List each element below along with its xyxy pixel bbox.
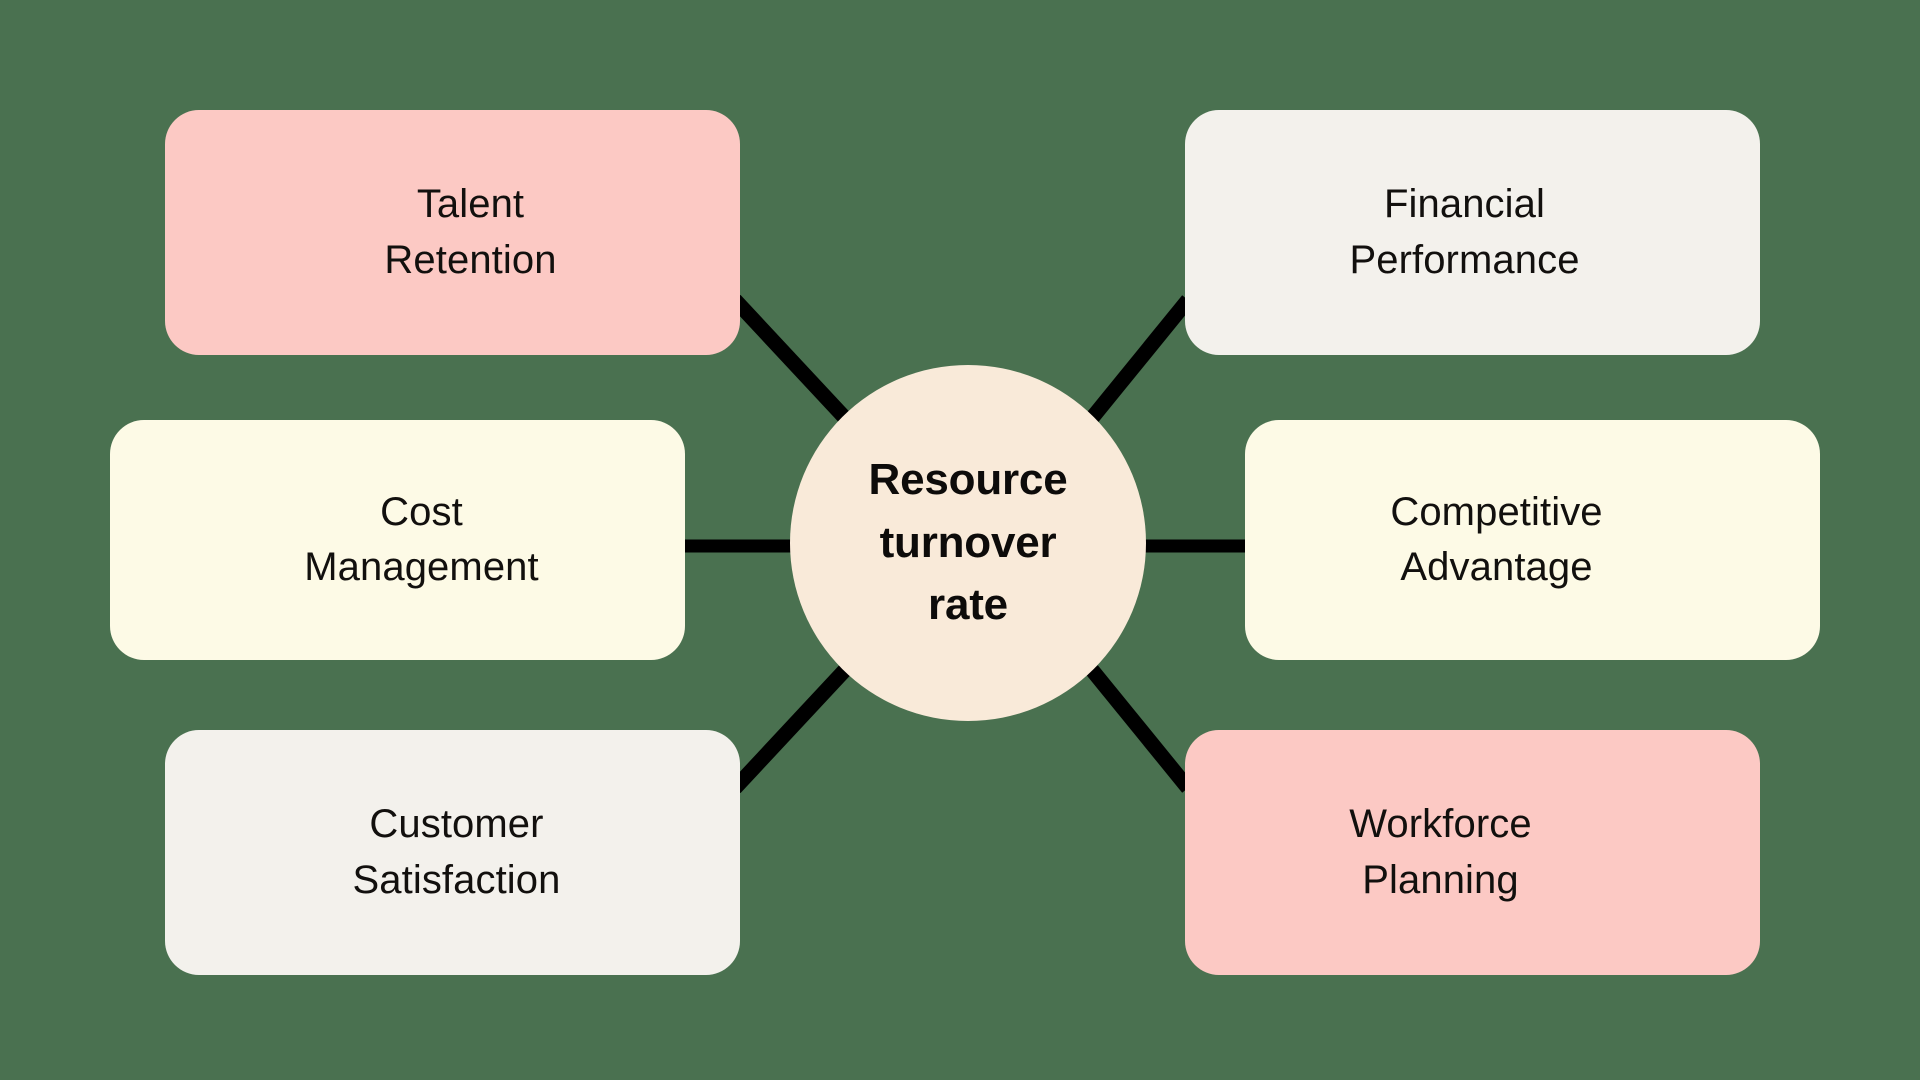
- connector-financial-performance: [1086, 295, 1194, 423]
- center-hub-node[interactable]: Resource turnover rate: [790, 365, 1146, 721]
- node-workforce-planning-label: Workforce Planning: [1349, 802, 1532, 902]
- node-workforce-planning[interactable]: Workforce Planning: [1185, 730, 1760, 975]
- node-customer-satisfaction[interactable]: Customer Satisfaction: [165, 730, 740, 975]
- connector-customer-satisfaction: [729, 664, 851, 794]
- node-financial-performance-label: Financial Performance: [1349, 182, 1580, 282]
- node-competitive-advantage[interactable]: Competitive Advantage: [1245, 420, 1820, 660]
- center-hub-label: Resource turnover rate: [868, 455, 1068, 630]
- node-financial-performance[interactable]: Financial Performance: [1185, 110, 1760, 355]
- node-cost-management-label: Cost Management: [304, 489, 539, 589]
- node-talent-retention-label: Talent Retention: [384, 182, 557, 282]
- connector-talent-retention: [729, 294, 851, 424]
- node-cost-management[interactable]: Cost Management: [110, 420, 685, 660]
- node-talent-retention[interactable]: Talent Retention: [165, 110, 740, 355]
- connector-workforce-planning: [1086, 665, 1194, 793]
- node-customer-satisfaction-label: Customer Satisfaction: [352, 802, 561, 902]
- node-competitive-advantage-label: Competitive Advantage: [1390, 489, 1603, 589]
